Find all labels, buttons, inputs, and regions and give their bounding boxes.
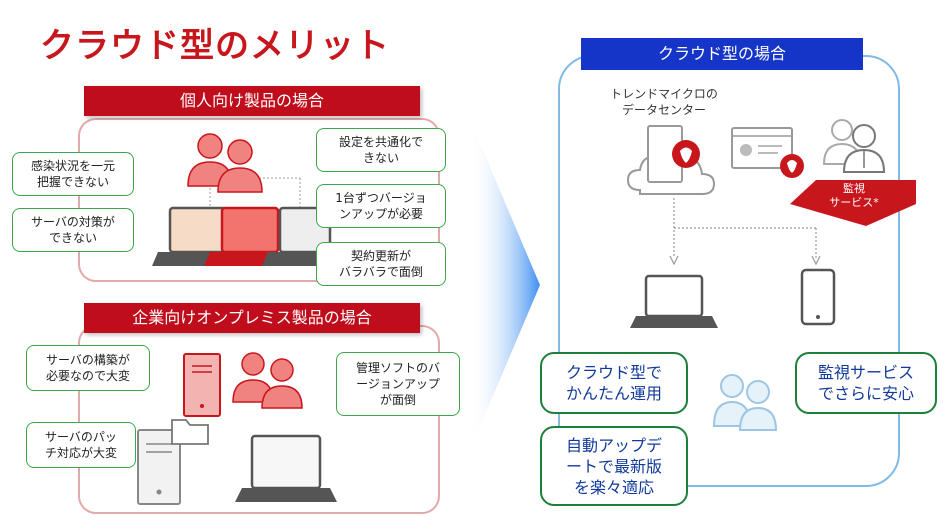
callout-common-settings: 設定を共通化で きない	[316, 128, 446, 172]
shield-icon	[672, 140, 700, 168]
personal-header: 個人向け製品の場合	[84, 86, 420, 116]
arrow-down-icon	[790, 180, 916, 226]
page-title: クラウド型のメリット	[40, 26, 390, 66]
callout-server-measures: サーバの対策が できない	[12, 208, 134, 252]
callout-easy-operation: クラウド型で かんたん運用	[540, 352, 688, 414]
arrow-right-icon	[470, 120, 540, 450]
users-icon	[712, 374, 778, 431]
operator-icon	[822, 119, 886, 173]
callout-contract: 契約更新が バラバラで面倒	[316, 242, 446, 286]
callout-server-build: サーバの構築が 必要なので大変	[26, 345, 150, 391]
server-icon	[137, 429, 181, 505]
folder-icon	[171, 419, 209, 445]
callout-server-patch: サーバのパッ チ対応が大変	[26, 422, 136, 468]
callout-manage-update: 管理ソフトのバ ージョンアップ が面倒	[336, 352, 460, 416]
cloud-header: クラウド型の場合	[581, 38, 863, 70]
laptop-icon	[235, 434, 337, 502]
cloud-illustration	[626, 119, 916, 328]
callout-version-up: 1台ずつバージョ ンアップが必要	[316, 184, 446, 228]
users-icon	[187, 133, 263, 193]
monitor-service-label: 監視 サービス*	[829, 182, 879, 209]
laptop-icon	[630, 274, 718, 328]
callout-more-secure: 監視サービス でさらに安心	[795, 352, 937, 414]
shield-icon	[780, 154, 804, 178]
callout-infection: 感染状況を一元 把握できない	[12, 152, 134, 196]
console-window-icon	[731, 127, 793, 169]
enterprise-header: 企業向けオンプレミス製品の場合	[84, 303, 420, 333]
datacenter-label: トレンドマイクロの データセンター	[610, 87, 718, 117]
enterprise-illustration	[137, 352, 337, 505]
cloud-server-icon	[626, 125, 716, 195]
tablet-icon	[800, 268, 836, 326]
users-icon	[232, 352, 303, 409]
server-icon	[183, 353, 221, 417]
callout-auto-update: 自動アップデ ートで最新版 を楽々適応	[540, 426, 688, 506]
